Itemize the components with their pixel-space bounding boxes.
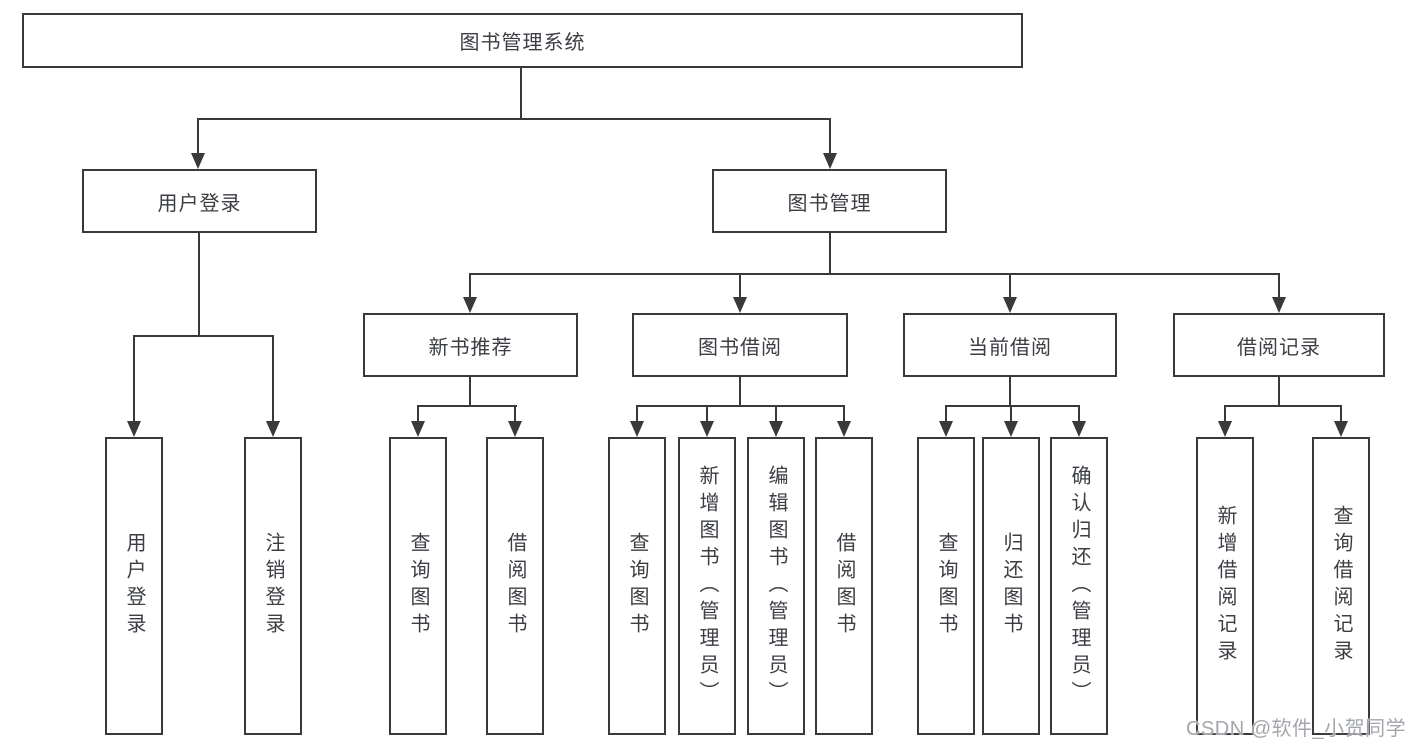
arrow-down-icon bbox=[266, 421, 280, 437]
node-user-login: 用户登录 bbox=[82, 169, 317, 233]
node-label: 借阅记录 bbox=[1237, 336, 1321, 359]
connector-line bbox=[514, 405, 516, 421]
arrow-down-icon bbox=[508, 421, 522, 437]
connector-line bbox=[469, 273, 471, 297]
leaf-add-borrow-record: 新增借阅记录 bbox=[1196, 437, 1254, 735]
connector-line bbox=[133, 335, 135, 421]
node-borrowing-records: 借阅记录 bbox=[1173, 313, 1385, 377]
node-label: 归还图书 bbox=[1000, 532, 1022, 640]
node-label: 注销登录 bbox=[262, 532, 284, 640]
connector-branch bbox=[1224, 405, 1342, 407]
arrow-down-icon bbox=[1004, 421, 1018, 437]
connector-stem bbox=[1009, 377, 1011, 407]
connector-stem bbox=[469, 377, 471, 407]
node-label: 查询图书 bbox=[935, 532, 957, 640]
arrow-down-icon bbox=[463, 297, 477, 313]
arrow-down-icon bbox=[823, 153, 837, 169]
leaf-edit-books-admin: 编辑图书（管理员） bbox=[747, 437, 805, 735]
arrow-down-icon bbox=[630, 421, 644, 437]
node-current-borrowing: 当前借阅 bbox=[903, 313, 1117, 377]
arrow-down-icon bbox=[1072, 421, 1086, 437]
connector-stem bbox=[1278, 377, 1280, 407]
node-book-borrowing: 图书借阅 bbox=[632, 313, 848, 377]
arrow-down-icon bbox=[837, 421, 851, 437]
leaf-borrow-books: 借阅图书 bbox=[815, 437, 873, 735]
arrow-down-icon bbox=[939, 421, 953, 437]
connector-line bbox=[829, 118, 831, 155]
leaf-logout: 注销登录 bbox=[244, 437, 302, 735]
connector-branch bbox=[945, 405, 1080, 407]
connector-line bbox=[1278, 273, 1280, 297]
connector-line bbox=[1224, 405, 1226, 421]
node-label: 图书管理系统 bbox=[459, 32, 586, 54]
node-label: 借阅图书 bbox=[833, 532, 855, 640]
connector-line bbox=[197, 118, 199, 155]
leaf-query-books-recommend: 查询图书 bbox=[389, 437, 447, 735]
leaf-confirm-return-admin: 确认归还（管理员） bbox=[1050, 437, 1108, 735]
arrow-down-icon bbox=[411, 421, 425, 437]
connector-root-branch bbox=[197, 118, 831, 120]
connector-bookmgmt-branch bbox=[469, 273, 1280, 275]
leaf-borrow-books-recommend: 借阅图书 bbox=[486, 437, 544, 735]
connector-line bbox=[706, 405, 708, 421]
connector-line bbox=[1078, 405, 1080, 421]
connector-line bbox=[945, 405, 947, 421]
connector-userlogin-stem bbox=[198, 233, 200, 335]
connector-line bbox=[636, 405, 638, 421]
node-label: 借阅图书 bbox=[504, 532, 526, 640]
arrow-down-icon bbox=[700, 421, 714, 437]
node-label: 编辑图书（管理员） bbox=[765, 464, 787, 708]
connector-bookmgmt-stem bbox=[829, 232, 831, 275]
connector-line bbox=[843, 405, 845, 421]
leaf-query-books-borrowing: 查询图书 bbox=[608, 437, 666, 735]
node-book-management: 图书管理 bbox=[712, 169, 947, 233]
node-label: 当前借阅 bbox=[968, 336, 1052, 359]
leaf-add-books-admin: 新增图书（管理员） bbox=[678, 437, 736, 735]
node-label: 图书管理 bbox=[787, 192, 872, 215]
connector-line bbox=[272, 335, 274, 421]
connector-stem bbox=[739, 377, 741, 407]
arrow-down-icon bbox=[733, 297, 747, 313]
arrow-down-icon bbox=[1272, 297, 1286, 313]
node-library-management-system: 图书管理系统 bbox=[22, 13, 1023, 68]
node-label: 用户登录 bbox=[123, 532, 145, 640]
connector-line bbox=[417, 405, 419, 421]
node-label: 查询图书 bbox=[626, 532, 648, 640]
node-label: 查询图书 bbox=[407, 532, 429, 640]
node-label: 新书推荐 bbox=[428, 336, 513, 359]
arrow-down-icon bbox=[1334, 421, 1348, 437]
node-label: 新增借阅记录 bbox=[1214, 505, 1236, 667]
arrow-down-icon bbox=[127, 421, 141, 437]
node-label: 查询借阅记录 bbox=[1330, 505, 1352, 667]
connector-line bbox=[1340, 405, 1342, 421]
connector-line bbox=[1010, 405, 1012, 421]
connector-line bbox=[775, 405, 777, 421]
node-new-book-recommendation: 新书推荐 bbox=[363, 313, 578, 377]
connector-line bbox=[739, 273, 741, 297]
node-label: 新增图书（管理员） bbox=[696, 464, 718, 708]
arrow-down-icon bbox=[1218, 421, 1232, 437]
connector-userlogin-branch bbox=[133, 335, 274, 337]
node-label: 图书借阅 bbox=[698, 336, 782, 359]
arrow-down-icon bbox=[769, 421, 783, 437]
leaf-query-borrow-record: 查询借阅记录 bbox=[1312, 437, 1370, 735]
connector-branch bbox=[417, 405, 517, 407]
node-label: 用户登录 bbox=[157, 192, 242, 215]
leaf-user-login: 用户登录 bbox=[105, 437, 163, 735]
connector-root-stem bbox=[520, 68, 522, 120]
leaf-query-books-current: 查询图书 bbox=[917, 437, 975, 735]
arrow-down-icon bbox=[1003, 297, 1017, 313]
csdn-watermark: CSDN @软件_小贺同学 bbox=[1186, 718, 1405, 740]
node-label: 确认归还（管理员） bbox=[1068, 464, 1090, 708]
connector-line bbox=[1009, 273, 1011, 297]
leaf-return-books: 归还图书 bbox=[982, 437, 1040, 735]
connector-branch bbox=[636, 405, 845, 407]
arrow-down-icon bbox=[191, 153, 205, 169]
